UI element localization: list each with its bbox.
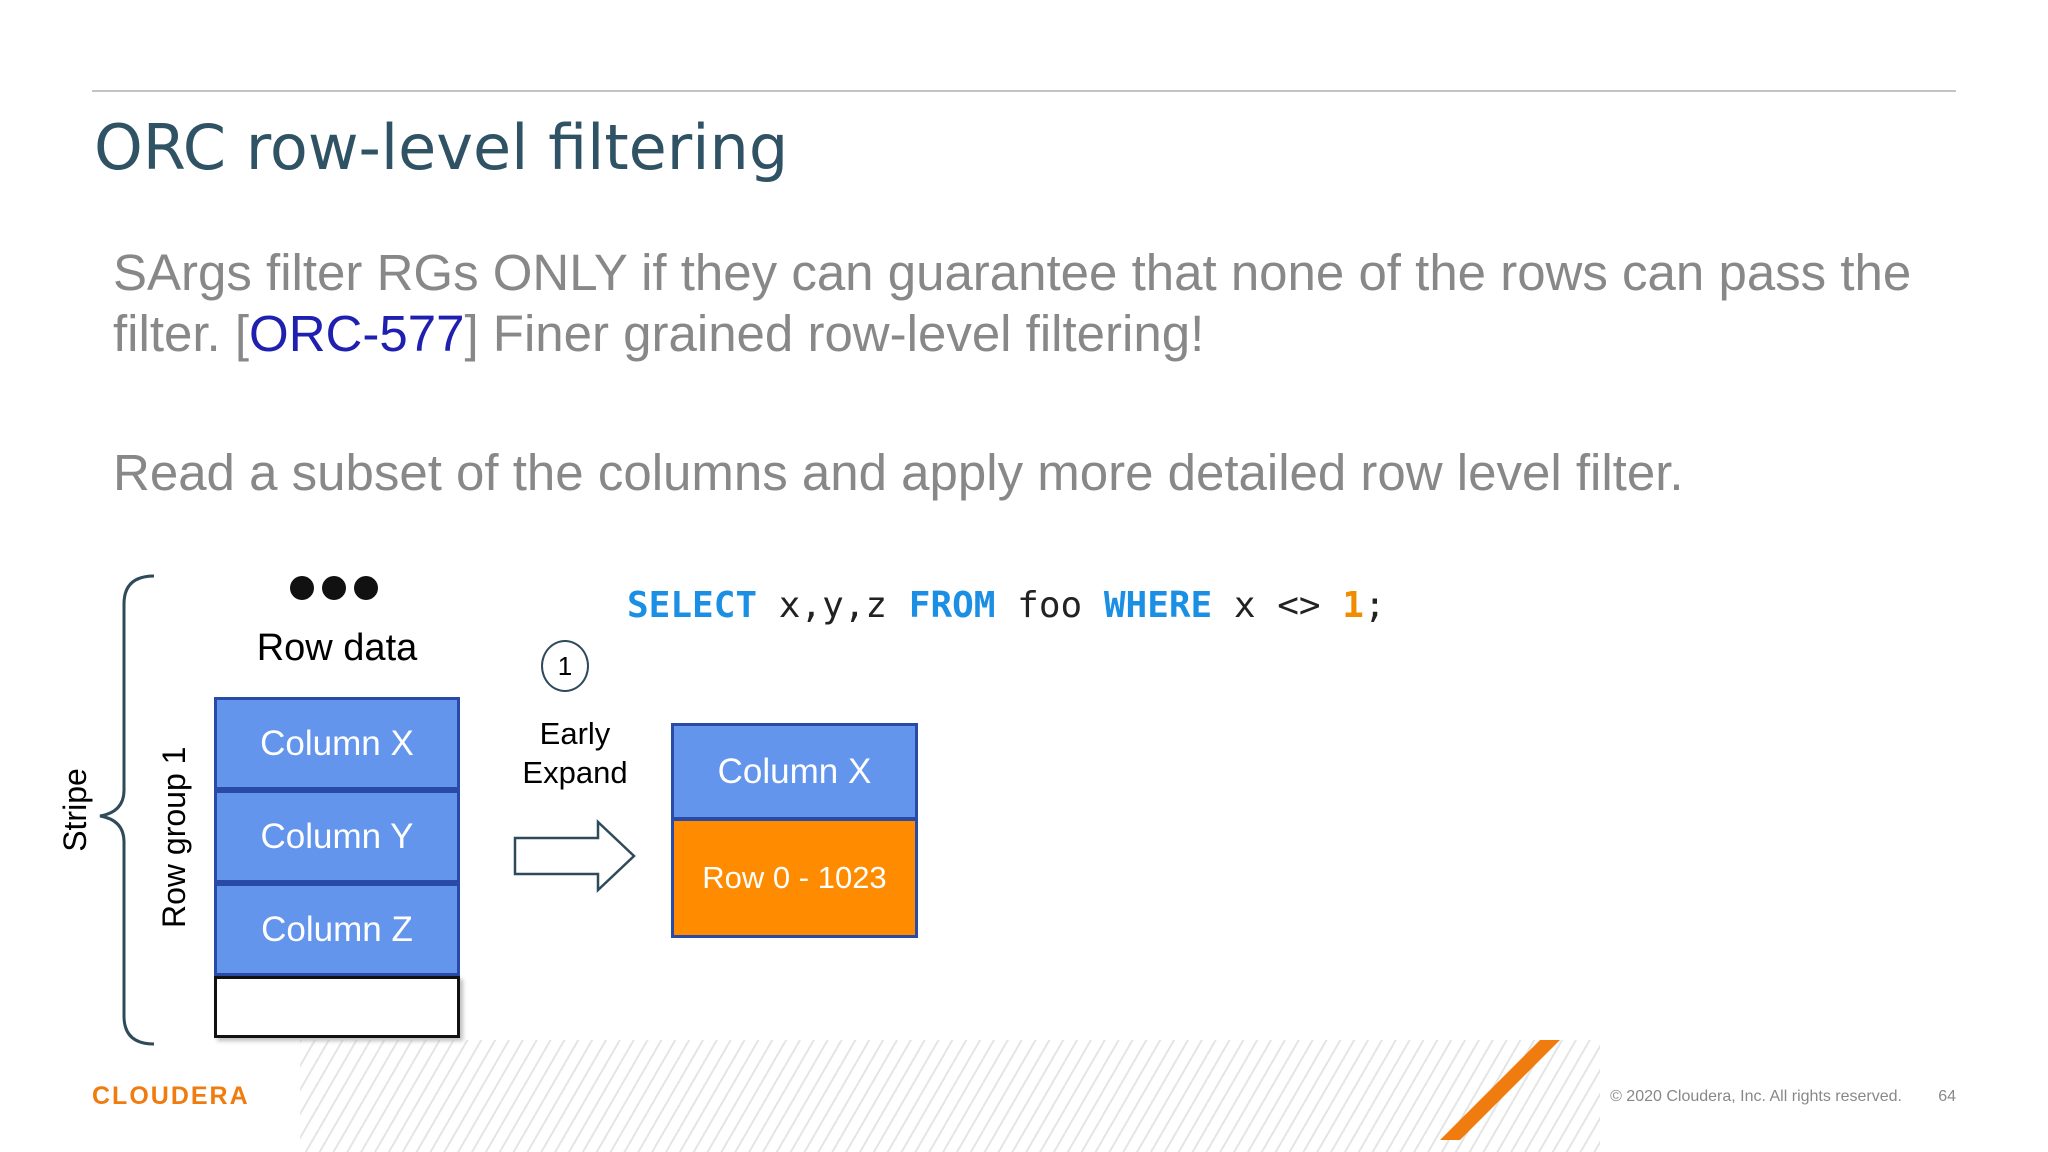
sql-keyword: FROM: [908, 585, 996, 626]
slide-title: ORC row-level filtering: [94, 111, 789, 184]
sql-query: SELECT x,y,z FROM foo WHERE x <> 1;: [627, 584, 1386, 628]
paragraph-sargs-text-end: ] Finer grained row-level filtering!: [464, 305, 1205, 362]
dot: [354, 576, 378, 600]
ellipsis-dots: [290, 576, 378, 600]
footer-orange-slash: [1440, 1040, 1560, 1140]
footer-stripe-pattern: [300, 1040, 1600, 1152]
sql-table: foo: [995, 585, 1104, 626]
top-rule: [92, 90, 1956, 92]
early-expand-label: Early Expand: [522, 716, 628, 790]
sql-literal: 1: [1342, 585, 1364, 626]
sql-columns: x,y,z: [757, 585, 909, 626]
sql-keyword: WHERE: [1103, 585, 1213, 626]
sql-keyword: SELECT: [627, 585, 758, 626]
sql-terminator: ;: [1363, 585, 1386, 626]
paragraph-sargs-text: SArgs filter RGs ONLY if they can guaran…: [113, 244, 1912, 362]
copyright-text: © 2020 Cloudera, Inc. All rights reserve…: [1610, 1088, 1902, 1105]
dot: [322, 576, 346, 600]
dot: [290, 576, 314, 600]
cloudera-logo: CLOUDERA: [92, 1082, 250, 1110]
paragraph-sargs: SArgs filter RGs ONLY if they can guaran…: [113, 242, 1953, 364]
row-group-label: Row group 1: [156, 746, 192, 928]
row-data-label: Row data: [256, 627, 418, 669]
empty-row-block: [214, 976, 460, 1038]
stripe-brace: [99, 574, 155, 1046]
output-column-x-block: Column X: [671, 723, 918, 820]
column-y-block: Column Y: [214, 790, 460, 883]
expand-arrow: [513, 819, 636, 893]
column-x-block: Column X: [214, 697, 460, 790]
column-z-block: Column Z: [214, 883, 460, 976]
stripe-label: Stripe: [57, 768, 93, 852]
step-number-badge: 1: [541, 640, 589, 692]
sql-condition: x <>: [1212, 585, 1343, 626]
paragraph-subset: Read a subset of the columns and apply m…: [113, 444, 1684, 501]
output-rows-block: Row 0 - 1023: [671, 818, 918, 938]
orc-577-link[interactable]: ORC-577: [249, 305, 465, 362]
page-number: 64: [1938, 1088, 1956, 1105]
